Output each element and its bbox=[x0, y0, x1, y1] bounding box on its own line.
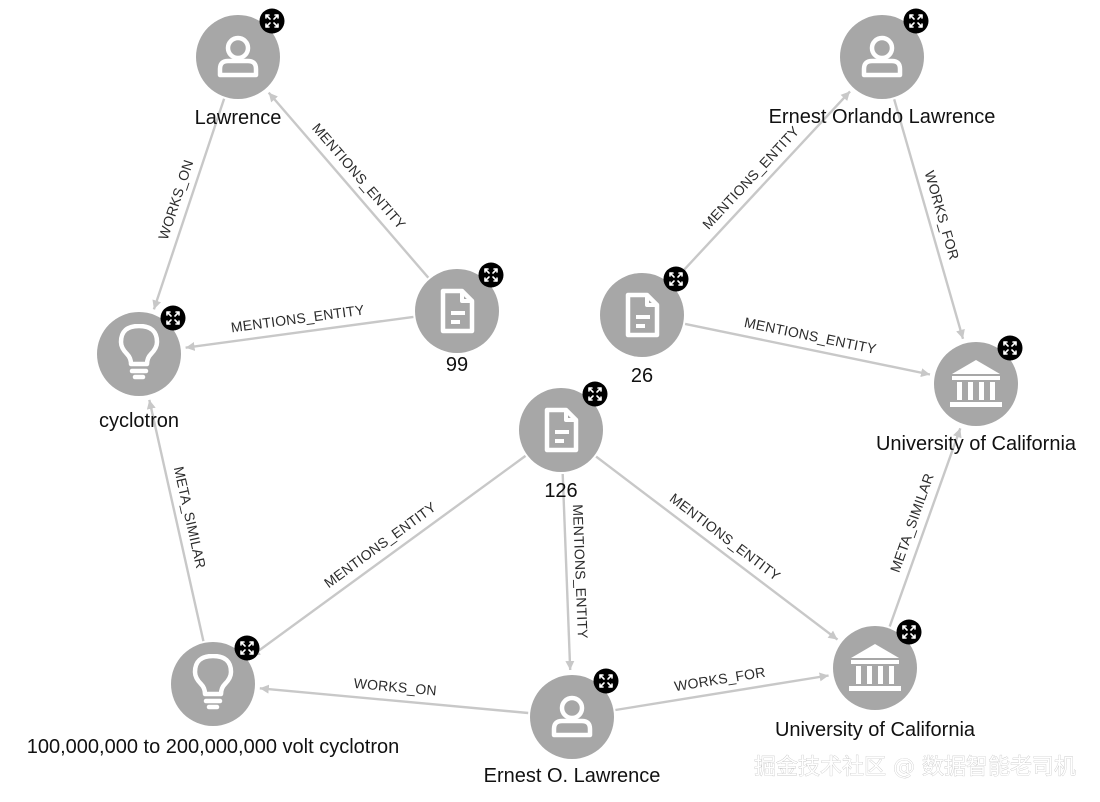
node-label: Ernest Orlando Lawrence bbox=[769, 106, 996, 128]
edge-line bbox=[615, 672, 829, 712]
node-label: 26 bbox=[631, 365, 653, 387]
expand-icon[interactable] bbox=[896, 619, 922, 645]
edge-label: WORKS_FOR bbox=[673, 664, 766, 694]
edge-line bbox=[561, 473, 575, 671]
edge-line bbox=[888, 427, 962, 627]
edge-works-for[interactable]: WORKS_FOR bbox=[893, 98, 965, 340]
node-doc126[interactable]: 126 bbox=[519, 381, 608, 503]
edge-line bbox=[152, 98, 226, 310]
expand-icon[interactable] bbox=[593, 668, 619, 694]
node-cyclotron[interactable]: cyclotron bbox=[97, 305, 186, 433]
edge-mentions-entity[interactable]: MENTIONS_ENTITY bbox=[561, 473, 591, 671]
edge-mentions-entity[interactable]: MENTIONS_ENTITY bbox=[250, 454, 527, 658]
edge-mentions-entity[interactable]: MENTIONS_ENTITY bbox=[185, 301, 414, 351]
edge-line bbox=[893, 98, 965, 340]
node-volt[interactable]: 100,000,000 to 200,000,000 volt cyclotro… bbox=[27, 635, 400, 759]
edge-label: WORKS_ON bbox=[353, 675, 437, 699]
node-label: Ernest O. Lawrence bbox=[484, 765, 661, 787]
edge-label: MENTIONS_ENTITY bbox=[667, 490, 784, 584]
edge-label: MENTIONS_ENTITY bbox=[321, 498, 439, 590]
node-label: University of California bbox=[775, 719, 976, 741]
node-doc26[interactable]: 26 bbox=[600, 266, 689, 388]
watermark-text: 掘金技术社区 @ 数据智能老司机 bbox=[754, 755, 1076, 780]
expand-icon[interactable] bbox=[160, 305, 186, 331]
edge-mentions-entity[interactable]: MENTIONS_ENTITY bbox=[595, 455, 839, 641]
edge-line bbox=[259, 684, 529, 715]
node-label: University of California bbox=[876, 433, 1077, 455]
edge-label: MENTIONS_ENTITY bbox=[309, 120, 409, 233]
edge-line bbox=[146, 399, 205, 642]
expand-icon[interactable] bbox=[234, 635, 260, 661]
node-uc1[interactable]: University of California bbox=[876, 335, 1077, 456]
edge-mentions-entity[interactable]: MENTIONS_ENTITY bbox=[267, 91, 430, 279]
node-label: 99 bbox=[446, 354, 468, 376]
edge-works-on[interactable]: WORKS_ON bbox=[152, 98, 226, 310]
node-label: 126 bbox=[544, 480, 577, 502]
node-uc2[interactable]: University of California bbox=[775, 619, 976, 742]
edge-meta-similar[interactable]: META_SIMILAR bbox=[146, 399, 209, 642]
edge-label: MENTIONS_ENTITY bbox=[699, 123, 803, 233]
node-eol[interactable]: Ernest Orlando Lawrence bbox=[769, 8, 996, 129]
edge-line bbox=[185, 315, 414, 351]
edge-line bbox=[671, 90, 851, 284]
node-circle[interactable] bbox=[97, 312, 181, 396]
node-lawrence[interactable]: Lawrence bbox=[195, 8, 285, 130]
node-label: Lawrence bbox=[195, 107, 282, 129]
edge-line bbox=[595, 455, 839, 641]
edge-label: MENTIONS_ENTITY bbox=[570, 504, 591, 639]
edge-works-for[interactable]: WORKS_FOR bbox=[615, 664, 829, 712]
node-circle[interactable] bbox=[171, 642, 255, 726]
edge-mentions-entity[interactable]: MENTIONS_ENTITY bbox=[684, 314, 931, 378]
expand-icon[interactable] bbox=[582, 381, 608, 407]
edge-line bbox=[250, 454, 527, 658]
node-label: cyclotron bbox=[99, 410, 179, 432]
edge-meta-similar[interactable]: META_SIMILAR bbox=[887, 427, 962, 627]
expand-icon[interactable] bbox=[997, 335, 1023, 361]
edge-label: META_SIMILAR bbox=[887, 471, 937, 574]
node-label: 100,000,000 to 200,000,000 volt cyclotro… bbox=[27, 736, 400, 758]
expand-icon[interactable] bbox=[259, 8, 285, 34]
edge-works-on[interactable]: WORKS_ON bbox=[259, 675, 529, 715]
nodes-layer: Lawrence Ernest Orlando Lawrence cyclotron… bbox=[27, 8, 1077, 788]
node-doc99[interactable]: 99 bbox=[415, 262, 504, 377]
node-eol2[interactable]: Ernest O. Lawrence bbox=[484, 668, 661, 788]
edge-line bbox=[684, 322, 931, 378]
edge-line bbox=[267, 91, 430, 279]
expand-icon[interactable] bbox=[663, 266, 689, 292]
edge-label: MENTIONS_ENTITY bbox=[230, 301, 366, 335]
expand-icon[interactable] bbox=[903, 8, 929, 34]
expand-icon[interactable] bbox=[478, 262, 504, 288]
